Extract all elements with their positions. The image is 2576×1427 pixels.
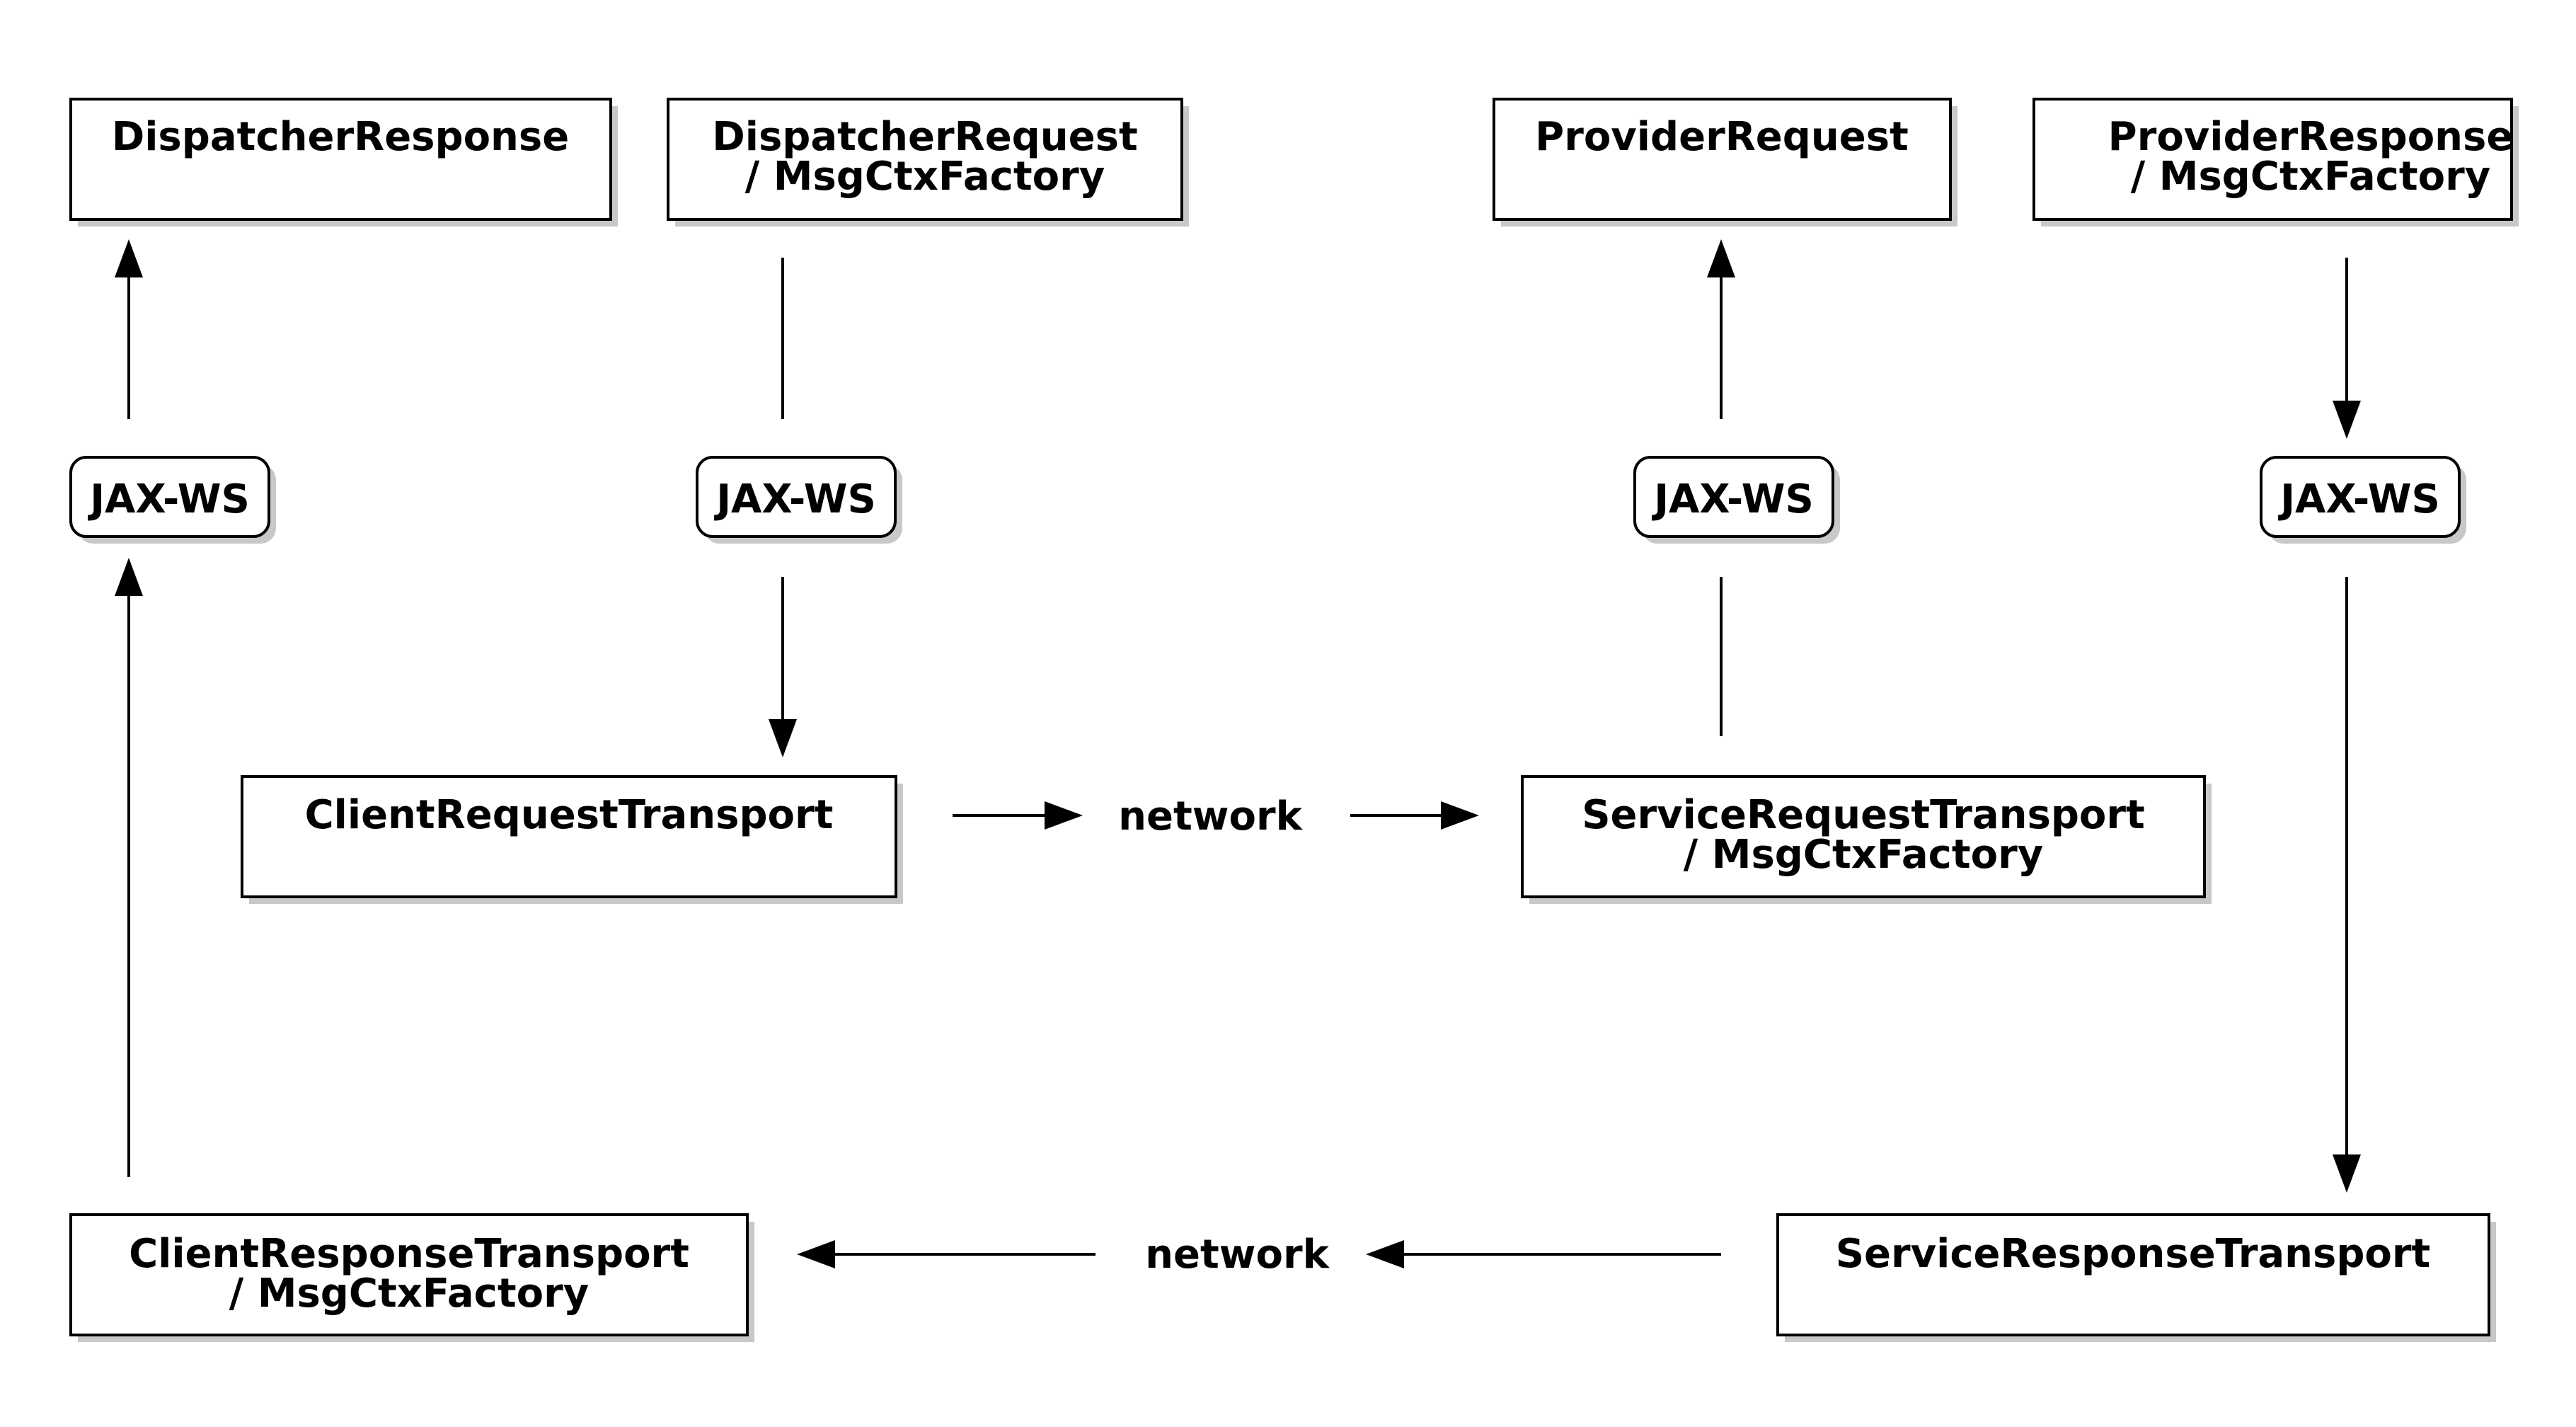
network-request-label: network (1118, 793, 1303, 839)
service-response-transport-box: ServiceResponseTransport (1776, 1213, 2496, 1342)
service-response-transport-label: ServiceResponseTransport (1836, 1231, 2431, 1277)
service-request-transport-label: ServiceRequestTransport (1582, 792, 2145, 838)
arrow-client-request-to-network (953, 801, 1083, 830)
jaxws-node-service-request: JAX-WS (1633, 456, 1840, 544)
client-request-transport-label: ClientRequestTransport (305, 792, 834, 838)
jaxws-label: JAX-WS (1651, 476, 1814, 522)
dispatcher-response-label: DispatcherResponse (112, 114, 570, 160)
jaxws-label: JAX-WS (87, 476, 250, 522)
arrow-jaxws-to-service-response-transport (2333, 577, 2361, 1193)
provider-response-label: ProviderResponse (2108, 114, 2514, 160)
arrow-network-to-client-response (797, 1240, 1096, 1268)
arrow-client-response-to-jaxws (115, 558, 143, 1177)
client-request-transport-box: ClientRequestTransport (241, 775, 903, 904)
arrow-jaxws-to-dispatcher-response (115, 239, 143, 419)
arrow-service-response-to-network (1366, 1240, 1721, 1268)
service-request-transport-factory-label: / MsgCtxFactory (1684, 832, 2043, 878)
provider-request-label: ProviderRequest (1535, 114, 1909, 160)
jaxws-label: JAX-WS (713, 476, 876, 522)
jaxws-node-service-response: JAX-WS (2260, 456, 2466, 544)
client-response-transport-box: ClientResponseTransport / MsgCtxFactory (69, 1213, 754, 1342)
network-response-label: network (1145, 1232, 1330, 1278)
provider-response-factory-label: / MsgCtxFactory (2131, 154, 2490, 200)
jaxws-label: JAX-WS (2277, 476, 2440, 522)
jaxws-node-client-response: JAX-WS (69, 456, 276, 544)
arrow-jaxws-to-client-request-transport (769, 577, 797, 757)
arrow-provider-response-to-jaxws (2333, 258, 2361, 439)
client-response-transport-label: ClientResponseTransport (129, 1231, 689, 1277)
provider-request-box: ProviderRequest (1493, 98, 1957, 227)
dispatcher-response-box: DispatcherResponse (69, 98, 618, 227)
arrow-network-to-service-request (1350, 801, 1479, 830)
dispatcher-request-factory-label: / MsgCtxFactory (745, 154, 1105, 200)
arrow-jaxws-to-provider-request (1707, 239, 1735, 419)
jaxws-node-client-request: JAX-WS (696, 456, 902, 544)
dispatcher-request-box: DispatcherRequest / MsgCtxFactory (667, 98, 1189, 227)
provider-response-box: ProviderResponse / MsgCtxFactory (2032, 98, 2519, 227)
client-response-transport-factory-label: / MsgCtxFactory (229, 1271, 589, 1317)
service-request-transport-box: ServiceRequestTransport / MsgCtxFactory (1521, 775, 2212, 904)
dispatcher-request-label: DispatcherRequest (712, 114, 1137, 160)
